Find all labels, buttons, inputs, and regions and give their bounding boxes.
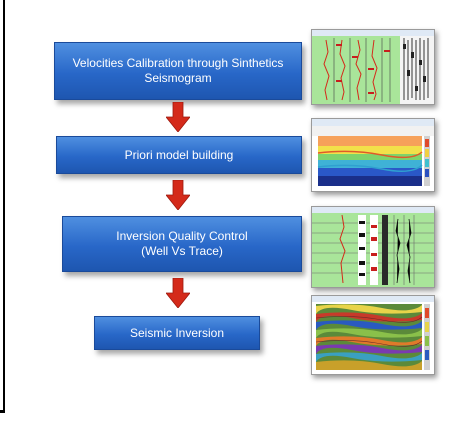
step-4-line-1: Seismic Inversion	[129, 325, 225, 340]
priori-model-thumbnail	[311, 118, 435, 192]
step-velocities-calibration: Velocities Calibration through Sinthetic…	[54, 42, 302, 100]
down-arrow-icon	[166, 278, 190, 308]
down-arrow-icon	[166, 102, 190, 132]
step-2-line-1: Priori model building	[124, 147, 234, 162]
synthetics-seismogram-thumbnail	[311, 29, 435, 105]
well-vs-trace-thumbnail	[311, 206, 435, 288]
step-1-line-1: Velocities Calibration through Sinthetic…	[72, 56, 284, 70]
step-inversion-quality-control: Inversion Quality Control (Well Vs Trace…	[62, 216, 302, 272]
seismic-inversion-thumbnail	[311, 295, 435, 375]
step-seismic-inversion: Seismic Inversion	[94, 316, 260, 350]
step-priori-model: Priori model building	[56, 136, 302, 174]
frame-corner-mark	[0, 410, 5, 413]
step-3-line-2: (Well Vs Trace)	[141, 244, 223, 258]
step-1-line-2: Seismogram	[144, 71, 212, 85]
frame-left-border	[3, 0, 5, 412]
down-arrow-icon	[166, 180, 190, 210]
step-3-line-1: Inversion Quality Control	[116, 229, 248, 243]
